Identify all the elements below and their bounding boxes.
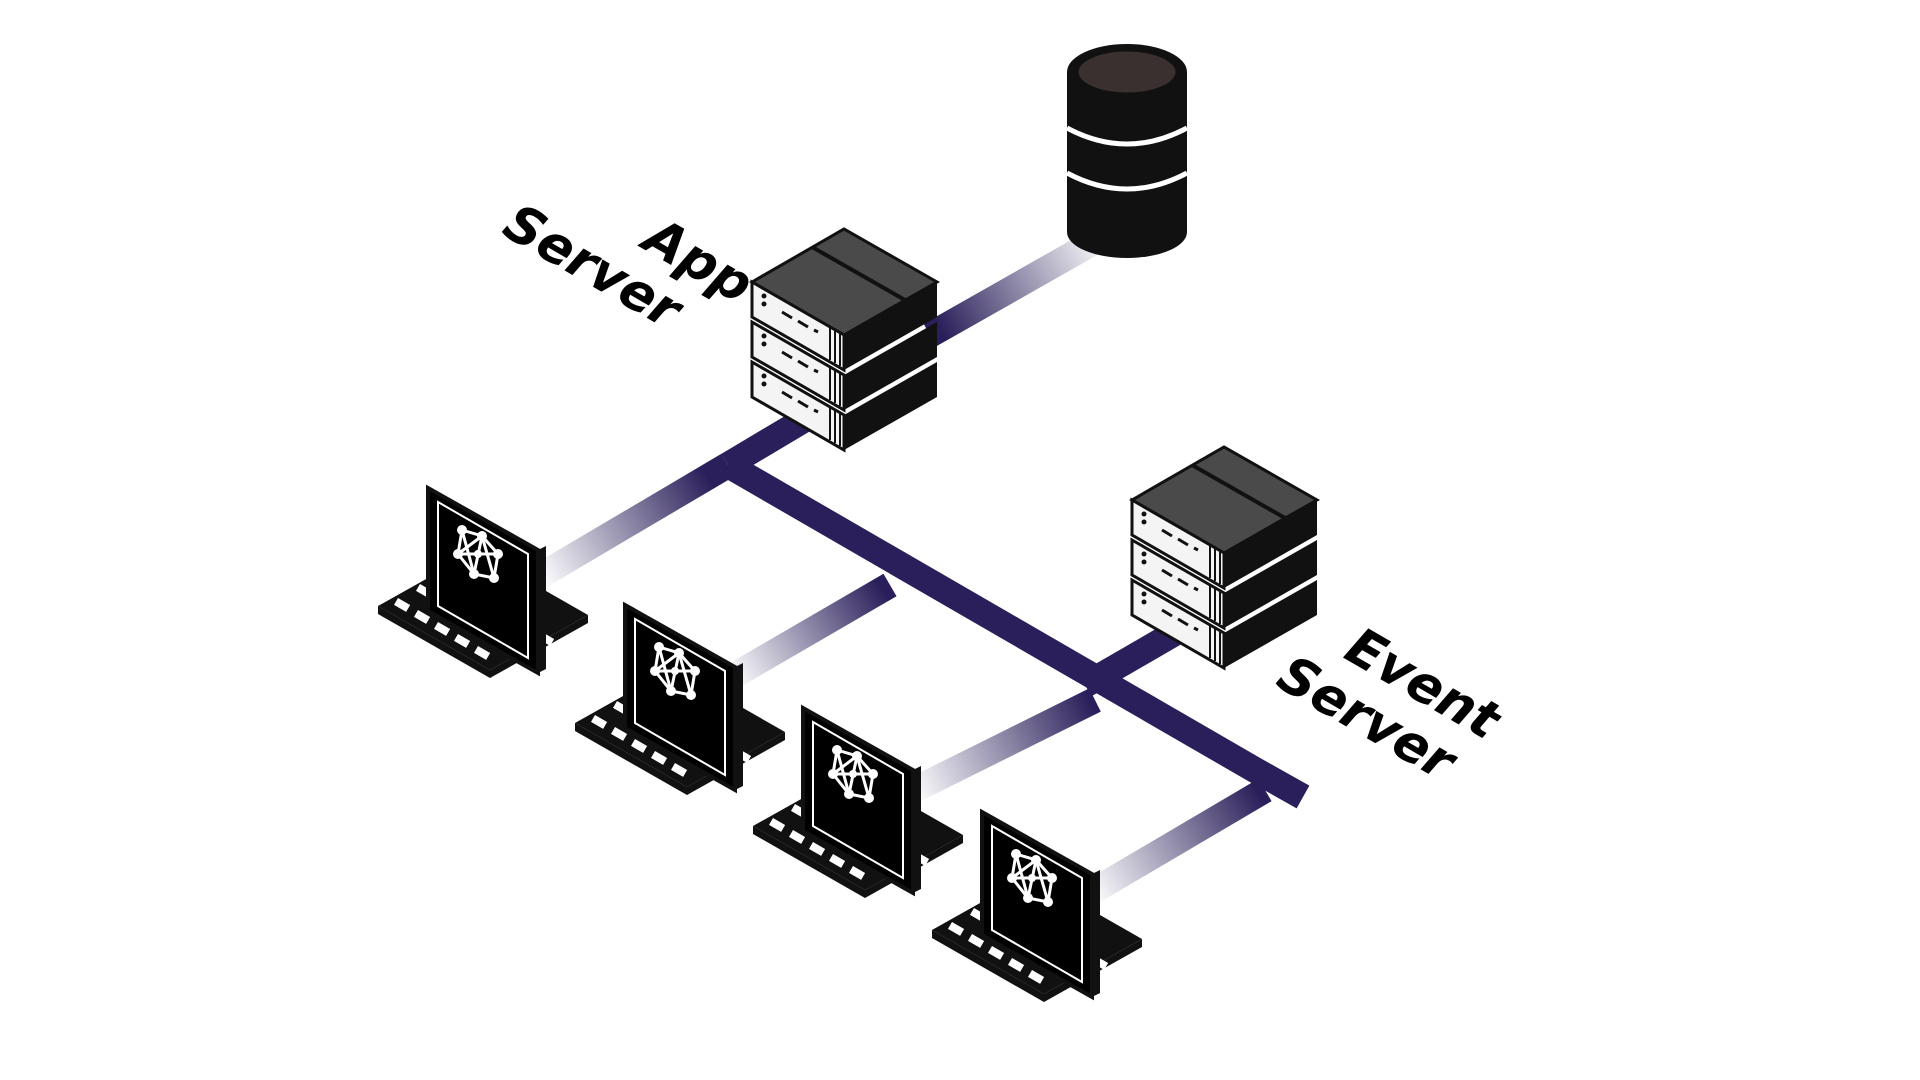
server-stack-icon	[752, 229, 937, 450]
link-backbone-to-laptop-2	[723, 573, 897, 690]
app-server: App Server	[494, 193, 937, 450]
link-event-to-backbone	[1078, 618, 1187, 697]
database-icon	[1065, 44, 1189, 258]
event-server: Event Server	[1132, 447, 1512, 794]
app-server-label: App Server	[494, 193, 763, 343]
event-server-label: Event Server	[1268, 616, 1512, 794]
laptop-icon	[376, 486, 590, 680]
link-app-to-database	[923, 222, 1115, 347]
laptop-icon	[930, 810, 1144, 1004]
laptop-4	[930, 810, 1144, 1004]
link-corner-to-laptop-4	[1083, 778, 1272, 905]
laptop-icon	[573, 603, 787, 797]
link-backbone-to-laptop-3	[904, 688, 1101, 804]
laptop-2	[573, 603, 787, 797]
link-backbone	[721, 453, 1310, 809]
laptop-1	[376, 486, 590, 680]
link-junction-to-laptop-1	[533, 453, 735, 588]
network-links	[533, 222, 1310, 905]
